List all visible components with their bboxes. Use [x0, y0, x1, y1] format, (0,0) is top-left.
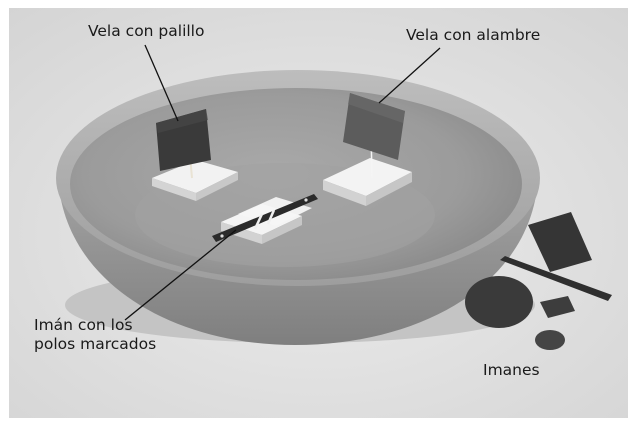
label-iman-polos: Imán con los polos marcados [34, 316, 156, 354]
square-magnet [528, 212, 592, 272]
magnet-on-foam [212, 194, 318, 244]
boat-stick-sail [152, 109, 238, 201]
round-magnet-small [535, 330, 565, 350]
leader-iman [124, 229, 237, 321]
round-magnet-large [465, 276, 533, 328]
label-iman-line1: Imán con los [34, 316, 133, 334]
leader-lines [124, 44, 441, 321]
label-imanes: Imanes [483, 361, 540, 379]
leader-vela-alambre [378, 47, 441, 104]
label-vela-palillo: Vela con palillo [88, 22, 205, 40]
label-iman-line2: polos marcados [34, 335, 157, 353]
small-block-magnet [540, 296, 575, 318]
leader-vela-palillo [144, 44, 179, 122]
label-vela-alambre: Vela con alambre [406, 26, 541, 44]
loose-magnets [465, 212, 612, 350]
boat-wire-sail [323, 93, 412, 206]
bar-magnet [212, 194, 318, 242]
long-magnet [500, 256, 612, 301]
